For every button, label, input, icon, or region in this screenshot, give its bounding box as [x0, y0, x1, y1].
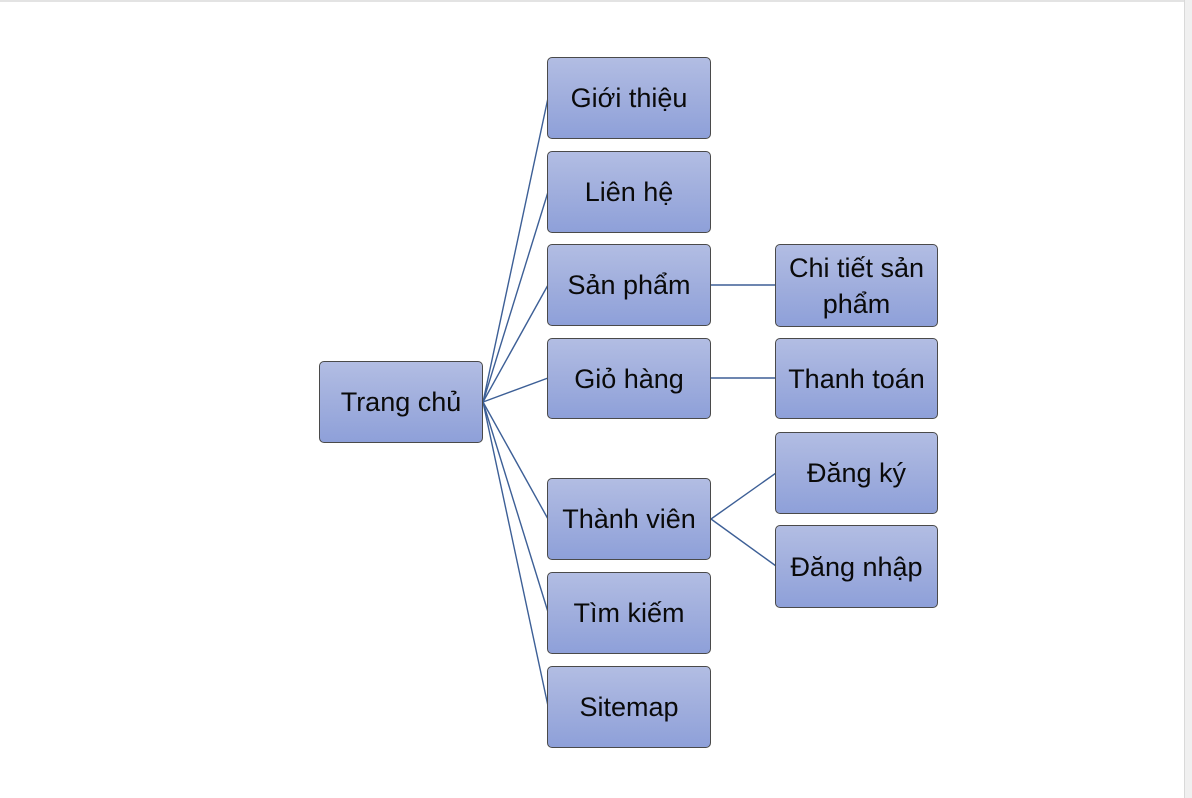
connector-root-lien-he [482, 191, 549, 403]
node-lien-he: Liên hệ [547, 151, 711, 233]
node-thanh-vien: Thành viên [547, 478, 711, 560]
node-dang-nhap: Đăng nhập [775, 525, 938, 608]
node-sitemap: Sitemap [547, 666, 711, 748]
node-gio-hang: Giỏ hàng [547, 338, 711, 419]
node-tim-kiem: Tìm kiếm [547, 572, 711, 654]
node-thanh-toan: Thanh toán [775, 338, 938, 419]
connector-thanh-vien-dang-ky [710, 472, 777, 520]
node-trang-chu: Trang chủ [319, 361, 483, 443]
connector-root-gioi-thieu [482, 97, 549, 403]
node-gioi-thieu: Giới thiệu [547, 57, 711, 139]
node-san-pham: Sản phẩm [547, 244, 711, 326]
window-top-border [0, 0, 1192, 2]
connector-root-sitemap [482, 401, 549, 707]
node-dang-ky: Đăng ký [775, 432, 938, 514]
connector-root-gio-hang [482, 377, 549, 403]
connector-root-tim-kiem [482, 401, 549, 613]
node-chi-tiet-san-pham: Chi tiết sản phẩm [775, 244, 938, 327]
window-right-edge [1184, 0, 1192, 798]
connector-root-san-pham [482, 284, 549, 403]
connector-thanh-vien-dang-nhap [710, 518, 777, 567]
connector-root-thanh-vien [482, 401, 549, 520]
